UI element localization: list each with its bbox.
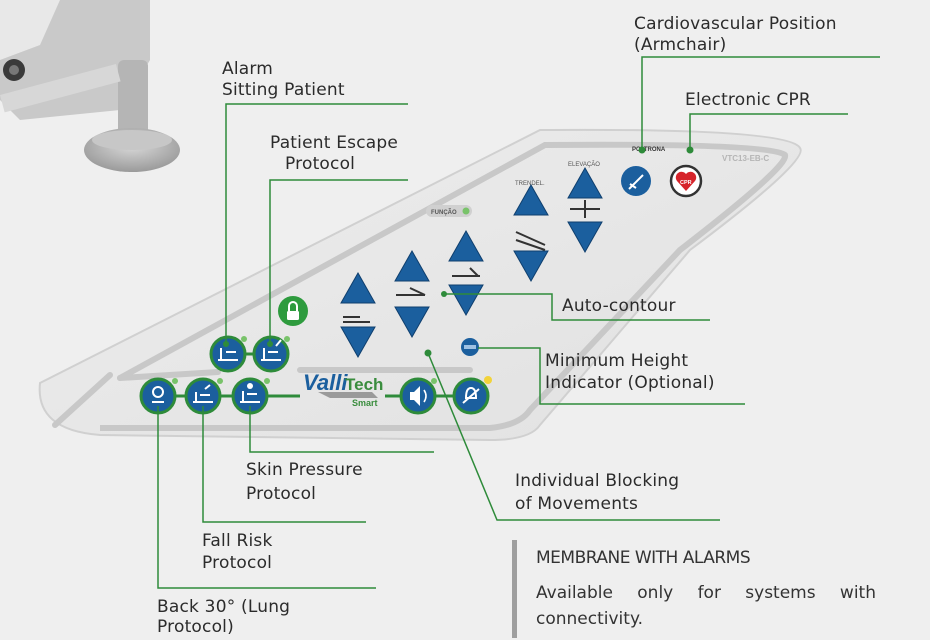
alarm-mute-icon <box>462 386 480 404</box>
callout-min-height-1: Minimum Height <box>545 351 689 371</box>
note-body: Available only for systems with connecti… <box>536 583 876 629</box>
speaker-icon <box>410 386 420 406</box>
autocontour-up-button[interactable] <box>448 229 484 262</box>
callout-cardiovascular-2: (Armchair) <box>634 35 727 55</box>
trendel-down-button[interactable] <box>513 250 549 283</box>
elevacao-label: ELEVAÇÃO <box>568 161 600 168</box>
brand-smart: Smart <box>352 398 378 408</box>
brand-sub: Tech <box>345 375 383 394</box>
funcao-badge: FUNÇÃO <box>426 205 472 217</box>
callout-cardiovascular-1: Cardiovascular Position <box>634 14 837 34</box>
armchair-button[interactable] <box>621 166 651 196</box>
vallitech-logo: Valli Tech Smart <box>303 370 383 408</box>
cpr-button[interactable]: CPR <box>669 164 703 198</box>
trendel-up-button[interactable] <box>513 183 549 216</box>
pictograms <box>343 200 600 323</box>
callout-escape-1: Patient Escape <box>270 133 399 153</box>
callout-blocking-2: of Movements <box>515 494 639 514</box>
callout-back-2: Protocol) <box>157 617 234 637</box>
back-up-button[interactable] <box>340 271 376 304</box>
callout-fall-1: Fall Risk <box>202 531 273 551</box>
button-connectors <box>175 352 454 398</box>
patient-escape-button[interactable] <box>252 335 290 373</box>
callout-leaders <box>157 56 880 589</box>
legs-down-button[interactable] <box>394 306 430 339</box>
armchair-icon <box>628 174 644 190</box>
funcao-label: FUNÇÃO <box>431 209 457 216</box>
cpr-label: CPR <box>680 180 692 186</box>
callout-alarm-2: Sitting Patient <box>222 80 345 100</box>
callout-blocking-1: Individual Blocking <box>515 471 680 491</box>
poltrona-label: POLTRONA <box>632 147 666 153</box>
callout-fall-2: Protocol <box>202 553 273 573</box>
callout-electronic-cpr: Electronic CPR <box>685 90 811 110</box>
model-code: VTC13-EB-C <box>722 154 769 163</box>
brand-main: Valli <box>303 370 348 395</box>
lock-button[interactable] <box>278 296 308 326</box>
heart-icon <box>675 171 697 191</box>
callout-back-1: Back 30° (Lung <box>157 597 291 617</box>
callout-alarm-1: Alarm <box>222 59 274 79</box>
note-accent-bar <box>512 540 517 638</box>
alarm-mute-button[interactable] <box>452 376 492 415</box>
elevation-down-button[interactable] <box>567 221 603 254</box>
callout-skin-2: Protocol <box>246 484 317 504</box>
note-title: MEMBRANE WITH ALARMS <box>536 548 751 568</box>
bed-caster-photo <box>0 0 180 172</box>
elevation-up-button[interactable] <box>567 166 603 199</box>
trendel-label: TRENDEL. <box>515 181 545 187</box>
back-down-button[interactable] <box>340 326 376 359</box>
movement-buttons <box>340 166 603 359</box>
funcao-led <box>462 207 470 215</box>
padlock-icon <box>287 311 299 320</box>
legs-up-button[interactable] <box>394 249 430 282</box>
autocontour-down-button[interactable] <box>448 284 484 317</box>
callout-escape-2: Protocol <box>285 154 356 174</box>
callout-skin-1: Skin Pressure <box>246 460 363 480</box>
callout-autocontour: Auto-contour <box>562 296 676 316</box>
min-height-led <box>461 338 479 356</box>
callout-dots <box>223 146 694 357</box>
callout-min-height-2: Indicator (Optional) <box>545 373 715 393</box>
